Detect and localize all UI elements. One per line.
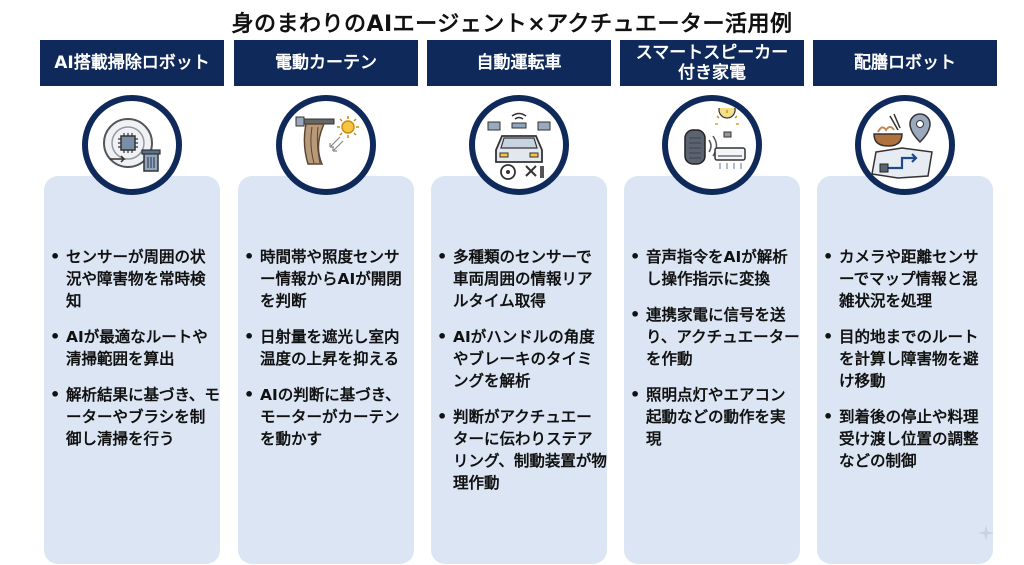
column-panel xyxy=(238,176,414,564)
bullet-list: カメラや距離センサーでマップ情報と混雑状況を処理 目的地までのルートを計算し障害… xyxy=(821,246,993,486)
list-item: 目的地までのルートを計算し障害物を避け移動 xyxy=(821,326,993,392)
column-panel xyxy=(44,176,220,564)
list-item: 連携家電に信号を送り、アクチュエーターを作動 xyxy=(628,304,800,370)
list-item: 照明点灯やエアコン起動などの動作を実現 xyxy=(628,384,800,450)
list-item: 到着後の停止や料理受け渡し位置の調整などの制御 xyxy=(821,406,993,472)
column-self-driving-car: 自動運転車 多種類のセンサーで車両周囲の情報リアルタイム取得 AIがハンドルの角… xyxy=(427,40,611,565)
list-item: AIの判断に基づき、モーターがカーテンを動かす xyxy=(242,384,414,450)
icon-ring xyxy=(276,95,376,195)
curtain-sun-icon xyxy=(295,116,359,165)
column-header: 配膳ロボット xyxy=(813,40,997,86)
list-item: AIが最適なルートや清掃範囲を算出 xyxy=(48,326,220,370)
self-driving-car-icon xyxy=(487,112,551,180)
icon-ring xyxy=(82,95,182,195)
smart-speaker-icon xyxy=(684,108,746,169)
list-item: カメラや距離センサーでマップ情報と混雑状況を処理 xyxy=(821,246,993,312)
column-panel xyxy=(624,176,800,564)
list-item: 音声指令をAIが解析し操作指示に変換 xyxy=(628,246,800,290)
column-header: 自動運転車 xyxy=(427,40,611,86)
list-item: 多種類のセンサーで車両周囲の情報リアルタイム取得 xyxy=(435,246,607,312)
bullet-list: センサーが周囲の状況や障害物を常時検知 AIが最適なルートや清掃範囲を算出 解析… xyxy=(48,246,220,464)
list-item: 日射量を遮光し室内温度の上昇を抑える xyxy=(242,326,414,370)
list-item: 解析結果に基づき、モーターやブラシを制御し清掃を行う xyxy=(48,384,220,450)
column-serving-robot: 配膳ロボット カメラや距離センサーでマップ情報と混雑状況を処理 目的地までのルー… xyxy=(813,40,997,565)
list-item: 時間帯や照度センサー情報からAIが開閉を判断 xyxy=(242,246,414,312)
column-header: 電動カーテン xyxy=(234,40,418,86)
sparkle-icon xyxy=(978,525,994,541)
robot-vacuum-icon xyxy=(103,118,161,172)
column-smart-speaker: スマートスピーカー 付き家電 音声指令をAIが解析し操作指示に変換 連携家電に信… xyxy=(620,40,804,565)
list-item: AIがハンドルの角度やブレーキのタイミングを解析 xyxy=(435,326,607,392)
serving-robot-map-icon xyxy=(871,113,933,179)
column-header: AI搭載掃除ロボット xyxy=(40,40,224,86)
list-item: センサーが周囲の状況や障害物を常時検知 xyxy=(48,246,220,312)
column-header: スマートスピーカー 付き家電 xyxy=(620,40,804,86)
column-electric-curtain: 電動カーテン 時間帯や照度センサー情報からAIが開閉を判断 日射量を遮光し室内温… xyxy=(234,40,418,565)
bullet-list: 多種類のセンサーで車両周囲の情報リアルタイム取得 AIがハンドルの角度やブレーキ… xyxy=(435,246,607,508)
icon-ring xyxy=(855,95,955,195)
page-title: 身のまわりのAIエージェント×アクチュエーター活用例 xyxy=(231,12,793,37)
bullet-list: 時間帯や照度センサー情報からAIが開閉を判断 日射量を遮光し室内温度の上昇を抑え… xyxy=(242,246,414,464)
list-item: 判断がアクチュエーターに伝わりステアリング、制動装置が物理作動 xyxy=(435,406,607,494)
icon-ring xyxy=(469,95,569,195)
column-robot-vacuum: AI搭載掃除ロボット センサーが周囲の状況や障害物を常時検知 AIが最適なルート… xyxy=(40,40,224,565)
bullet-list: 音声指令をAIが解析し操作指示に変換 連携家電に信号を送り、アクチュエーターを作… xyxy=(628,246,800,464)
icon-ring xyxy=(662,95,762,195)
